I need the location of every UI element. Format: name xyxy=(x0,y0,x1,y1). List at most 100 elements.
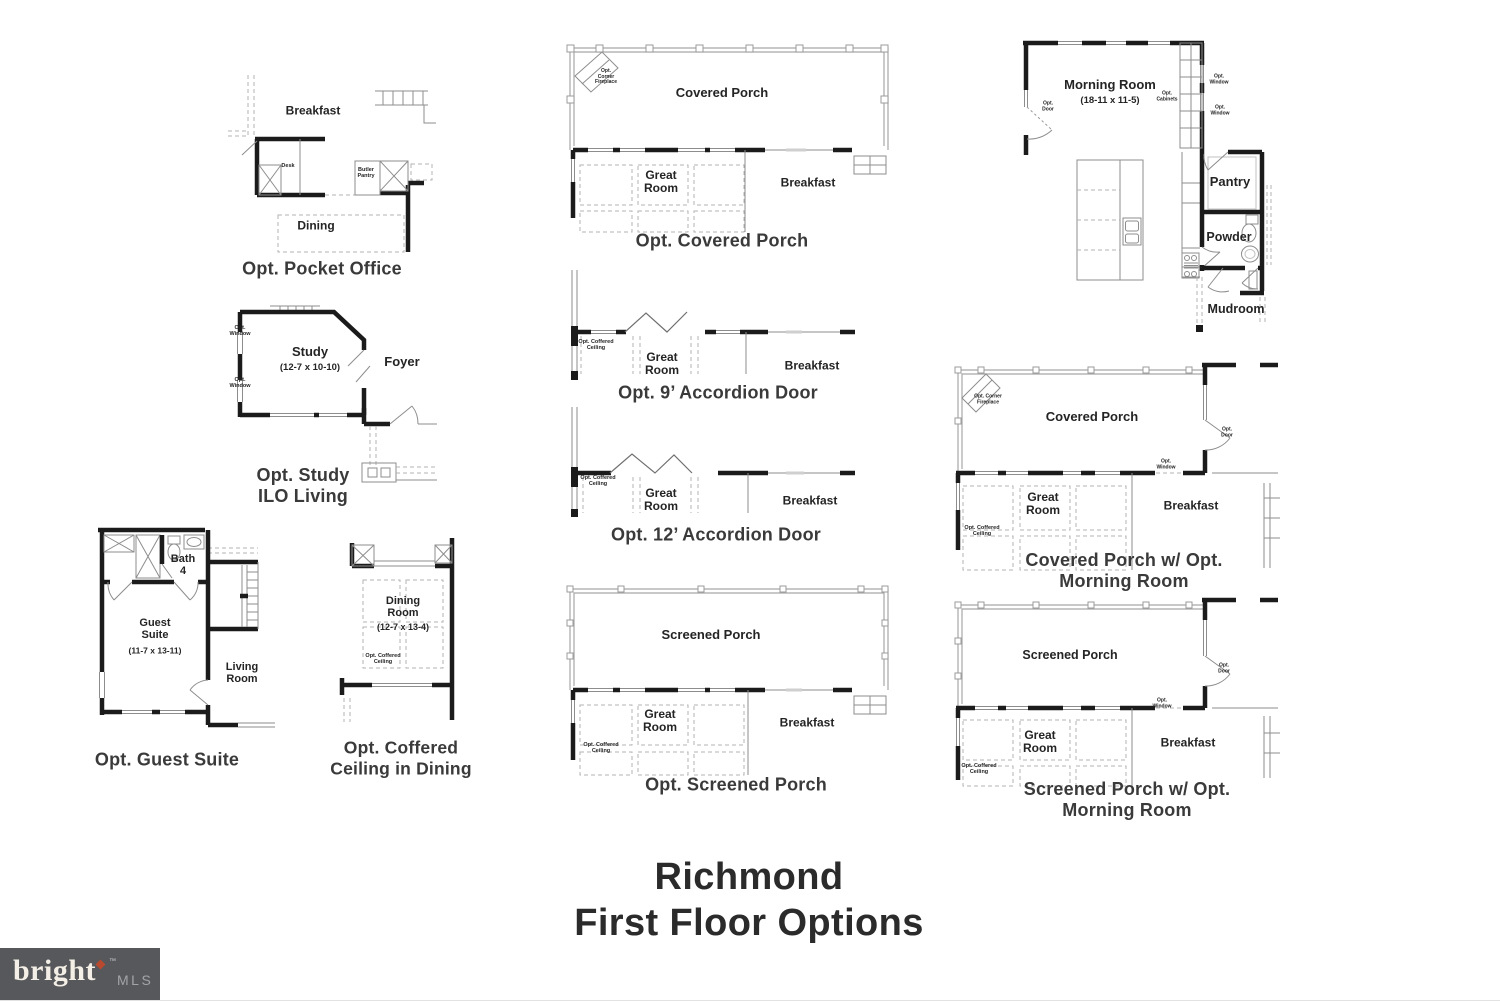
walls xyxy=(955,362,1278,570)
plan-caption-screened-porch-morning: Screened Porch w/ Opt. Morning Room xyxy=(1023,778,1231,820)
room-label-opt-window: Opt. Window xyxy=(1210,104,1230,116)
room-label-opt-coffered-ceiling: Opt. Coffered Ceiling xyxy=(580,474,616,487)
door-swing-icon xyxy=(1026,106,1053,140)
plan-morning-room-drawing xyxy=(1023,40,1272,332)
plan-screened-porch-morning-drawing xyxy=(954,597,1280,787)
kitchen-island-icon xyxy=(1076,159,1144,281)
room-label-living-room: Living Room xyxy=(225,660,259,685)
porch-outline xyxy=(954,601,1206,708)
room-label-screened-porch: Screened Porch xyxy=(1022,648,1118,663)
powder-room xyxy=(1199,209,1262,271)
sheet-title: Richmond First Floor Options xyxy=(574,854,924,946)
room-label-opt-coffered-ceiling: Opt. Coffered Ceiling xyxy=(961,762,997,775)
walls xyxy=(571,270,855,380)
room-label-opt-cabinets: Opt. Cabinets xyxy=(1156,90,1178,102)
plan-caption-guest-suite: Opt. Guest Suite xyxy=(94,749,240,770)
walls xyxy=(570,687,852,775)
dining-area-outline xyxy=(277,214,405,253)
diamond-icon xyxy=(95,959,106,970)
room-label-opt-corner-fireplace: Opt. Corner Fireplace xyxy=(595,67,617,85)
room-label-bath-4: Bath 4 xyxy=(170,552,196,577)
mudroom-room xyxy=(1196,185,1272,332)
room-label-opt-coffered-ceiling: Opt. Coffered Ceiling xyxy=(365,652,401,665)
room-label-opt-coffered-ceiling: Opt. Coffered Ceiling xyxy=(583,741,619,754)
column-x-icon xyxy=(351,544,453,567)
room-label-breakfast: Breakfast xyxy=(1160,735,1216,750)
plan-caption-pocket-office: Opt. Pocket Office xyxy=(242,258,402,279)
cabinet-x-icon xyxy=(258,160,433,196)
room-label-great-room: Great Room xyxy=(645,349,679,377)
plan-caption-coffered-dining: Opt. Coffered Ceiling in Dining xyxy=(330,737,472,778)
toilet-icon xyxy=(167,535,181,561)
door-swing-icon xyxy=(107,581,209,706)
walls xyxy=(570,147,852,232)
room-label-breakfast: Breakfast xyxy=(780,175,836,190)
plan-accordion-12-drawing xyxy=(571,407,855,517)
mls-suffix: MLS xyxy=(117,972,154,988)
room-label-dining: Dining xyxy=(297,218,335,233)
coffered-ceiling-outline xyxy=(579,704,745,776)
plan-caption-covered-porch-morning: Covered Porch w/ Opt. Morning Room xyxy=(1025,549,1223,591)
room-label-screened-porch: Screened Porch xyxy=(661,626,761,642)
room-label-great-room: Great Room xyxy=(644,485,678,513)
room-label-opt-coffered-ceiling: Opt. Coffered Ceiling xyxy=(578,338,614,351)
porch-post-icon xyxy=(361,426,437,483)
walls xyxy=(571,407,855,517)
accordion-door-icon xyxy=(609,453,693,474)
room-label-great-room: Great Room xyxy=(644,167,678,195)
bright-mls-wordmark: bright xyxy=(13,954,97,987)
room-dim-study: (12-7 x 10-10) xyxy=(279,361,341,373)
room-label-foyer: Foyer xyxy=(384,353,420,369)
walls xyxy=(339,538,455,722)
room-label-opt-window: Opt. Window xyxy=(1156,458,1176,470)
room-label-opt-window: Opt. Window xyxy=(1209,73,1229,85)
plan-coffered-dining-drawing xyxy=(339,538,455,722)
room-label-opt-corner-fireplace: Opt. Corner Fireplace xyxy=(974,393,1002,405)
bright-mls-logo: bright ™ MLS xyxy=(0,948,160,1000)
stove-icon xyxy=(1181,252,1200,279)
room-label-powder: Powder xyxy=(1206,230,1252,245)
breakfast-nook-icon xyxy=(853,695,887,715)
room-label-great-room: Great Room xyxy=(1023,727,1057,755)
plan-screened-porch-drawing xyxy=(566,585,889,776)
coffered-ceiling-outline xyxy=(362,579,444,669)
room-dim-guest-suite: (11-7 x 13-11) xyxy=(128,645,182,656)
fireplace-icon xyxy=(961,373,1001,413)
room-label-butler-pantry: Butler Pantry xyxy=(357,166,375,179)
shower-icon xyxy=(135,534,173,579)
room-label-pantry: Pantry xyxy=(1209,173,1251,189)
plan-caption-accordion-9: Opt. 9’ Accordion Door xyxy=(618,382,818,403)
plan-guest-suite-drawing xyxy=(98,527,275,728)
porch-outline xyxy=(566,585,889,690)
room-label-opt-window: Opt. Window xyxy=(229,324,251,337)
plan-pocket-office-drawing xyxy=(228,75,436,253)
accordion-door-icon xyxy=(624,311,688,333)
room-label-covered-porch: Covered Porch xyxy=(1045,408,1139,424)
room-label-breakfast: Breakfast xyxy=(1163,498,1219,513)
breakfast-nook-icon xyxy=(853,155,887,175)
closet-x-icon xyxy=(103,534,135,553)
porch-outline xyxy=(954,366,1206,473)
coffered-ceiling-outline xyxy=(582,473,749,513)
room-label-covered-porch: Covered Porch xyxy=(675,84,769,100)
sink-icon xyxy=(183,534,205,550)
room-dim-dining-room: (12-7 x 13-4) xyxy=(376,622,430,633)
coffered-ceiling-outline xyxy=(580,332,747,374)
room-label-breakfast: Breakfast xyxy=(784,358,840,373)
room-label-mudroom: Mudroom xyxy=(1207,302,1265,317)
fireplace-icon xyxy=(574,51,619,93)
room-label-opt-door: Opt. Door xyxy=(1218,662,1230,674)
room-label-opt-window: Opt. Window xyxy=(1152,697,1172,709)
plan-accordion-9-drawing xyxy=(571,270,855,380)
room-label-opt-door: Opt. Door xyxy=(1042,100,1054,112)
plan-covered-porch-morning-drawing xyxy=(954,362,1280,571)
room-label-opt-window: Opt. Window xyxy=(229,376,251,389)
walls xyxy=(98,527,275,728)
trademark-symbol: ™ xyxy=(109,958,116,965)
coffered-ceiling-outline xyxy=(962,719,1127,787)
door-swing-icon xyxy=(389,405,437,425)
room-label-breakfast: Breakfast xyxy=(782,493,838,508)
door-swing-icon xyxy=(1204,655,1231,687)
room-label-desk: Desk xyxy=(281,162,295,169)
